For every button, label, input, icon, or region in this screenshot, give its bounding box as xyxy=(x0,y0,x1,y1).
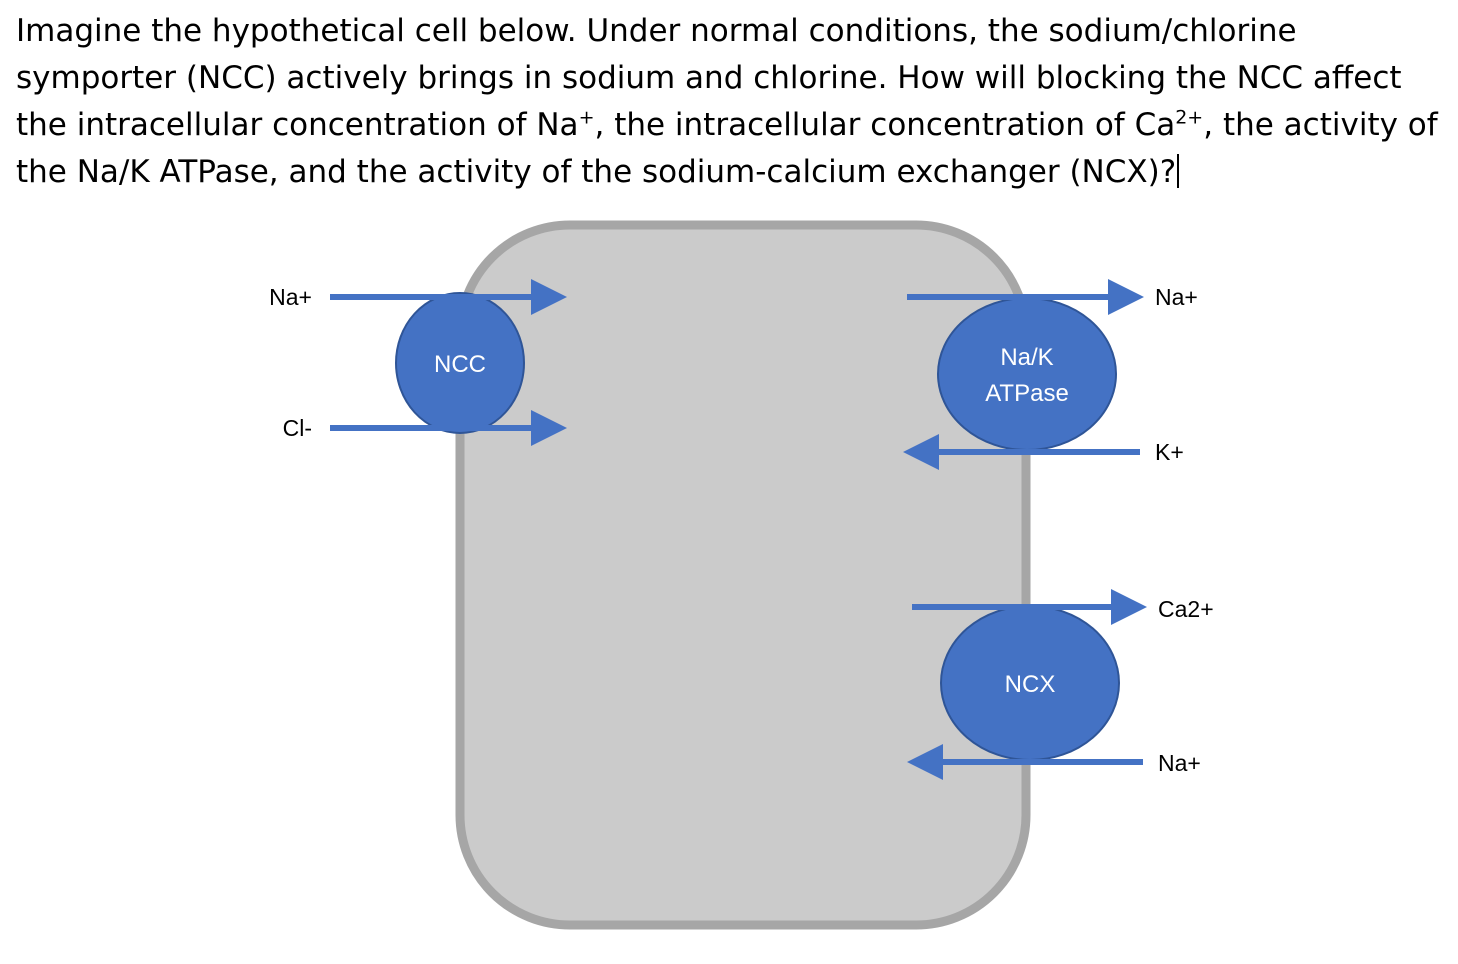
calcium-charge-superscript: 2+ xyxy=(1175,106,1204,129)
ncc-cl-label: Cl- xyxy=(283,415,312,441)
question-line-2: symporter (NCC) actively brings in sodiu… xyxy=(16,60,1402,96)
atpase-k-label: K+ xyxy=(1155,439,1184,465)
ncx-ca-label: Ca2+ xyxy=(1158,596,1214,622)
na-k-atpase-label-line-1: Na/K xyxy=(1000,344,1053,371)
na-k-atpase-label-line-2: ATPase xyxy=(985,380,1069,407)
ncx-na-label: Na+ xyxy=(1158,750,1201,776)
ncc-label: NCC xyxy=(434,351,486,378)
question-line-3-part-b: , the intracellular concentration of Ca xyxy=(594,107,1176,143)
question-line-3-part-a: the intracellular concentration of Na xyxy=(16,107,579,143)
text-cursor xyxy=(1177,154,1180,188)
atpase-na-label: Na+ xyxy=(1155,284,1198,310)
cell-body xyxy=(455,220,1031,930)
na-k-atpase-transporter: Na/K ATPase xyxy=(937,297,1117,451)
question-line-3-part-c: , the activity of xyxy=(1203,107,1438,143)
ncx-label: NCX xyxy=(1005,671,1056,698)
question-line-4: the Na/K ATPase, and the activity of the… xyxy=(16,149,1446,196)
question-line-1: Imagine the hypothetical cell below. Und… xyxy=(16,13,1297,49)
ncc-ellipse xyxy=(395,292,525,434)
question-text: Imagine the hypothetical cell below. Und… xyxy=(16,8,1446,196)
sodium-charge-superscript: + xyxy=(578,106,595,129)
ncc-na-label: Na+ xyxy=(269,284,312,310)
ncx-transporter: NCX xyxy=(940,605,1120,761)
question-line-3: the intracellular concentration of Na+, … xyxy=(16,102,1446,149)
question-line-4-text: the Na/K ATPase, and the activity of the… xyxy=(16,154,1177,190)
na-k-atpase-ellipse xyxy=(937,297,1117,451)
ncc-transporter: NCC xyxy=(395,292,525,434)
